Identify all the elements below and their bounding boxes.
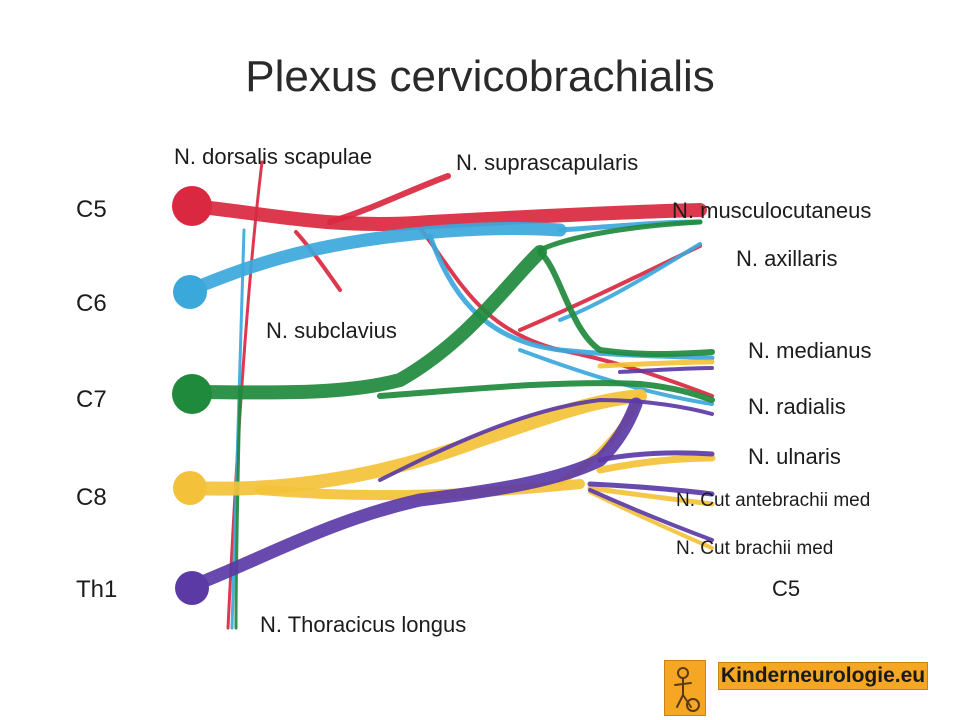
c7-to-musculocutaneus: [537, 219, 703, 253]
root-label-th1: Th1: [76, 576, 118, 603]
label-musculocutaneus: N. musculocutaneus: [672, 198, 872, 223]
brand-logo-image: [664, 660, 706, 716]
root-label-c6: C6: [76, 290, 107, 317]
child-figure-icon: [674, 667, 700, 712]
c6-trunk: [183, 221, 567, 297]
c5-subclavius-twig: [294, 230, 342, 292]
label-c5-bottom: C5: [772, 576, 801, 601]
th1-trunk: [185, 397, 643, 593]
c5-trunk: [183, 199, 707, 232]
root-label-c5: C5: [76, 196, 107, 223]
c8-root-bulb: [173, 471, 207, 505]
label-ulnaris: N. ulnaris: [748, 444, 841, 469]
label-cut-brachii: N. Cut brachii med: [676, 538, 834, 559]
th1-to-cut-antebrachii: [587, 481, 715, 497]
thoracicus-longus-red-line: [226, 160, 264, 630]
c7-root-bulb: [172, 374, 212, 414]
c5-suprascapular-branch: [327, 173, 451, 225]
label-subclavius: N. subclavius: [266, 318, 397, 343]
th1-to-medianus: [618, 366, 714, 374]
c7-trunk: [183, 245, 547, 400]
c8-to-cut-antebrachii: [587, 485, 715, 507]
th1-to-radialis: [378, 398, 714, 482]
thoracicus-longus-green-line: [234, 388, 242, 630]
th1-root-bulb: [175, 571, 209, 605]
slide-title: Plexus cervicobrachialis: [245, 52, 715, 101]
c8-to-medianus: [597, 359, 715, 369]
label-medianus: N. medianus: [748, 338, 872, 363]
th1-to-ulnaris: [597, 450, 715, 463]
label-suprascapularis: N. suprascapularis: [456, 150, 639, 175]
label-axillaris: N. axillaris: [736, 246, 838, 271]
c5-root-bulb: [172, 186, 212, 226]
root-label-c7: C7: [76, 386, 107, 413]
c7-loop-to-medianus: [537, 249, 715, 357]
c6-root-bulb: [173, 275, 207, 309]
label-dorsalis-scapulae: N. dorsalis scapulae: [174, 144, 373, 169]
label-thoracicus-longus: N. Thoracicus longus: [260, 612, 467, 637]
brand-link[interactable]: Kinderneurologie.eu: [718, 662, 928, 690]
c7-to-radialis: [377, 380, 715, 403]
label-cut-antebrachii: N. Cut antebrachii med: [676, 490, 871, 511]
c8-to-cut-brachii: [588, 490, 714, 550]
label-radialis: N. radialis: [748, 394, 846, 419]
th1-to-cut-brachii: [588, 488, 714, 542]
root-label-c8: C8: [76, 484, 107, 511]
c6-to-axillaris: [558, 242, 702, 322]
